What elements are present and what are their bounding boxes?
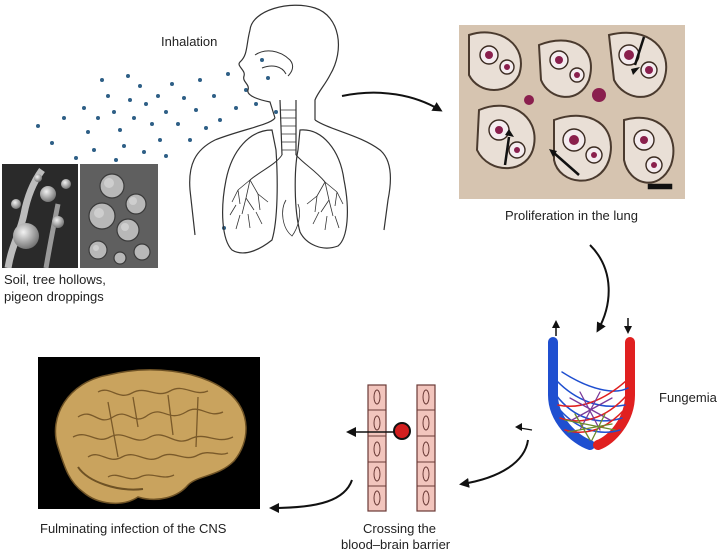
spore-dot: [226, 72, 230, 76]
spore-dot: [100, 78, 104, 82]
spore-dot: [182, 96, 186, 100]
spore-dot: [260, 58, 264, 62]
spore-dot: [164, 110, 168, 114]
inhalation-label: Inhalation: [161, 34, 218, 49]
spore-dot: [128, 98, 132, 102]
arrow-to-vessel: [459, 439, 529, 488]
spore-dot: [86, 130, 90, 134]
spore-dot: [218, 118, 222, 122]
spore-dot: [74, 156, 78, 160]
spore-dot: [144, 102, 148, 106]
spore-dot: [266, 76, 270, 80]
spore-dot: [194, 108, 198, 112]
spore-dot: [274, 110, 278, 114]
spore-dot: [244, 88, 248, 92]
spore-dot: [176, 122, 180, 126]
spore-dot: [122, 144, 126, 148]
electron-micrograph-icon: [2, 164, 78, 268]
lung-histology-micrograph-icon: [459, 25, 685, 199]
spore-dot: [114, 158, 118, 162]
spore-dot: [156, 94, 160, 98]
spore-dot: [170, 82, 174, 86]
spore-dot: [212, 94, 216, 98]
spore-dot: [112, 110, 116, 114]
spore-dot: [158, 138, 162, 142]
source-label-line2: pigeon droppings: [4, 289, 104, 304]
spore-dot: [62, 116, 66, 120]
spore-dot: [150, 122, 154, 126]
spore-dot: [132, 116, 136, 120]
spore-dot: [96, 116, 100, 120]
proliferation-label: Proliferation in the lung: [505, 208, 638, 223]
spore-dot: [188, 138, 192, 142]
arrow-to-fungemia: [589, 244, 610, 333]
spore-dot: [142, 150, 146, 154]
spore-dot: [126, 74, 130, 78]
spore-dot: [106, 94, 110, 98]
spore-dot: [50, 141, 54, 145]
spore-dot: [254, 102, 258, 106]
spore-dot: [164, 154, 168, 158]
spore-dot: [138, 84, 142, 88]
yeast-india-ink-icon: [80, 164, 158, 268]
spore-dot: [36, 124, 40, 128]
spore-dot: [82, 106, 86, 110]
source-label-line1: Soil, tree hollows,: [4, 272, 106, 287]
spore-dot: [92, 148, 96, 152]
bbb-label-line1: Crossing the: [363, 521, 436, 536]
arrow-to-brain: [269, 479, 353, 513]
brain-specimen-icon: [38, 357, 260, 509]
arrow-to-lung: [341, 91, 443, 112]
spore-dot: [118, 128, 122, 132]
fungemia-label: Fungemia: [659, 390, 717, 405]
cns-label: Fulminating infection of the CNS: [40, 521, 227, 536]
spore-dot: [204, 126, 208, 130]
spore-dot: [198, 78, 202, 82]
spore-dot: [234, 106, 238, 110]
bbb-label-line2: blood–brain barrier: [341, 537, 451, 552]
